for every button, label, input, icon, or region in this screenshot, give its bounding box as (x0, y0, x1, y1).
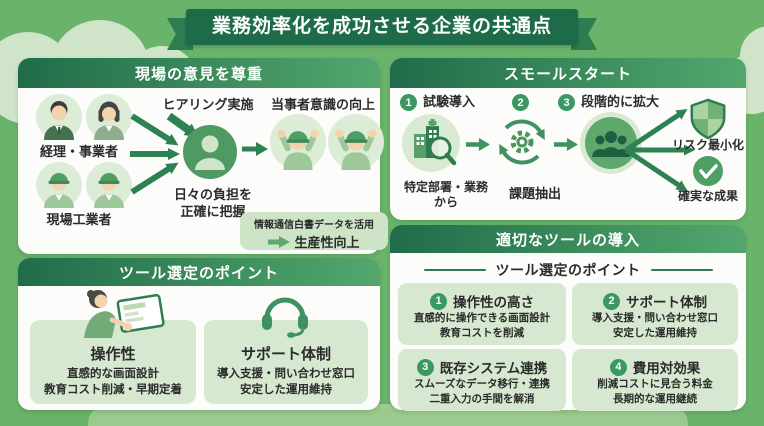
step-2-number: 2 (512, 94, 529, 111)
card-1-title: 操作性の高さ (453, 295, 534, 310)
avatar-group-cheering-workers (270, 114, 384, 170)
card-1-number: 1 (430, 292, 447, 310)
productivity-note: 情報通信白書データを活用 生産性向上 (240, 212, 388, 250)
panel-tool-points-header: ツール選定のポイント (18, 258, 380, 286)
group-workers-label: 現場工業者 (46, 212, 112, 227)
card-4-title: 費用対効果 (632, 361, 701, 376)
card-2-title: サポート体制 (626, 295, 707, 310)
flow-arrow-icon (554, 138, 578, 151)
group-business-label: 経理・事業者 (39, 144, 118, 159)
step-3-label: 段階的に拡大 (581, 94, 660, 110)
hearing-arrow-icon (166, 113, 199, 138)
tool-point-card-operability: 操作性 直感的な画面設計 教育コスト削減・早期定着 (30, 320, 196, 404)
flow-arrow-icon (466, 138, 490, 151)
panel-respect-header: 現場の意見を尊重 (18, 58, 380, 88)
converge-arrows-icon (130, 113, 180, 195)
data-note-label: 情報通信白書データを活用 (254, 220, 374, 231)
step-1-caption: 特定部署・業務 から (403, 180, 488, 209)
avatar-business-woman-icon (86, 94, 132, 140)
card-3-line1: スムーズなデータ移行・連携 (414, 378, 550, 390)
pill-arrow-icon (268, 235, 291, 248)
page-title: 業務効率化を成功させる企業の共通点 (185, 9, 579, 45)
tool-intro-subtitle: ツール選定のポイント (495, 262, 641, 278)
card-line1: 直感的な画面設計 (67, 368, 159, 380)
headset-icon (262, 297, 308, 338)
card-1-line1: 直感的に操作できる画面設計 (413, 312, 551, 324)
card-2-line2: 安定した運用維持 (613, 326, 697, 339)
card-title: サポート体制 (240, 346, 331, 363)
productivity-label: 生産性向上 (294, 235, 360, 250)
card-3-title: 既存システム連携 (439, 361, 548, 376)
tool-intro-card-3: 3 既存システム連携 スムーズなデータ移行・連携 二重入力の手間を解消 (398, 349, 566, 411)
right-arrow-icon (242, 142, 268, 156)
avatar-worker-cheer-icon (328, 114, 384, 170)
card-2-line1: 導入支援・問い合わせ窓口 (592, 312, 718, 324)
risk-label: リスク最小化 (671, 138, 744, 152)
step-3: 3 段階的に拡大 (558, 94, 659, 111)
panel-respect-field: 現場の意見を尊重 (18, 58, 388, 254)
avatar-worker-icon (86, 162, 132, 208)
subtitle-line-right (650, 269, 713, 271)
step-1-label: 試験導入 (423, 94, 476, 110)
panel-small-start: スモールスタート 1 試験導入 2 3 段階的に拡大 (390, 58, 746, 220)
avatar-group-business (36, 94, 132, 140)
tablet-user-illustration (84, 290, 165, 338)
card-4-number: 4 (609, 358, 627, 376)
card-line1: 導入支援・問い合わせ窓口 (217, 368, 355, 380)
burden-label: 日々の負担を 正確に把握 (173, 187, 252, 219)
check-icon (693, 156, 723, 186)
tool-intro-card-1: 1 操作性の高さ 直感的に操作できる画面設計 教育コストを削減 (398, 283, 566, 345)
card-4-line2: 長期的な運用継続 (613, 392, 697, 405)
card-2-number: 2 (603, 292, 620, 310)
issue-extraction-gear-icon (499, 119, 545, 165)
panel-tool-intro-header: 適切なツールの導入 (390, 225, 746, 253)
tool-intro-subtitle-row: ツール選定のポイント (390, 260, 746, 280)
avatar-worker-cheer-icon (270, 114, 326, 170)
tool-point-card-support: サポート体制 導入支援・問い合わせ窓口 安定した運用維持 (204, 320, 368, 404)
step-1: 1 試験導入 (400, 94, 475, 111)
card-line2: 安定した運用維持 (240, 384, 332, 396)
avatar-worker-icon (36, 162, 82, 208)
step-3-number: 3 (558, 94, 575, 111)
result-label: 確実な成果 (677, 189, 738, 203)
tool-intro-card-2: 2 サポート体制 導入支援・問い合わせ窓口 安定した運用維持 (572, 283, 738, 345)
ownership-label: 当事者意識の向上 (270, 97, 375, 112)
department-search-icon (402, 114, 460, 172)
panel-small-start-header: スモールスタート (390, 58, 746, 88)
productivity-row: 生産性向上 (240, 232, 388, 251)
avatar-group-workers (36, 162, 132, 208)
avatar-business-man-icon (36, 94, 82, 140)
card-3-line2: 二重入力の手間を解消 (429, 392, 535, 405)
card-line2: 教育コスト削減・早期定着 (44, 384, 182, 396)
step-1-number: 1 (400, 94, 417, 111)
panel-tool-intro: 適切なツールの導入 ツール選定のポイント 1 操作性の高さ 直感的に操作できる画… (390, 225, 746, 411)
card-3-number: 3 (416, 358, 434, 376)
people-group-icon (580, 112, 642, 174)
tool-intro-card-4: 4 費用対効果 削減コストに見合う料金 長期的な運用継続 (572, 349, 738, 411)
step-2-caption: 課題抽出 (508, 186, 561, 201)
person-icon (183, 125, 237, 179)
subtitle-line-left (423, 269, 486, 271)
branch-arrows-icon (624, 109, 695, 191)
card-title: 操作性 (90, 346, 136, 363)
title-ribbon: 業務効率化を成功させる企業の共通点 (166, 9, 598, 50)
panel-tool-points: ツール選定のポイント 操作性 直感的な画面設計 教育コスト削減・早期定着 サポー… (18, 258, 380, 410)
shield-icon (690, 98, 726, 140)
card-1-line2: 教育コストを削減 (440, 326, 524, 339)
card-4-line1: 削減コストに見合う料金 (597, 378, 713, 390)
